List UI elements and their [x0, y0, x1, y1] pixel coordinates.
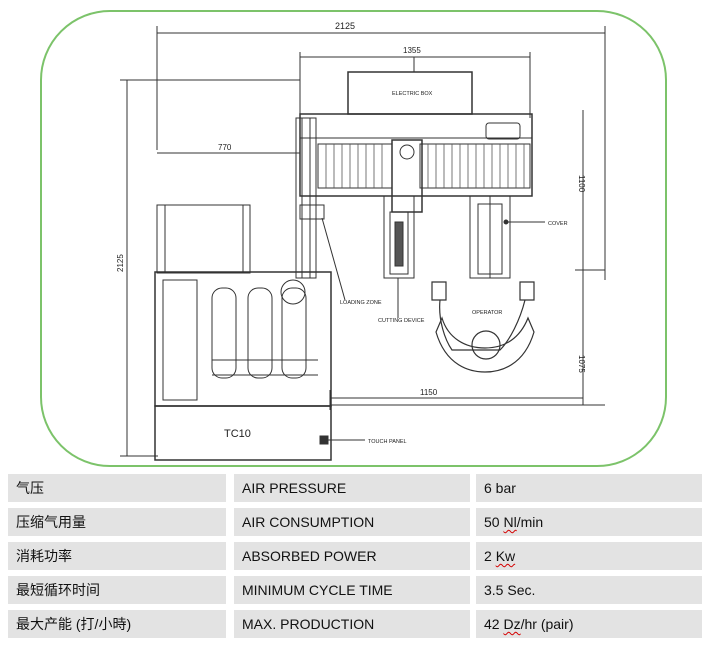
- spec-label-zh: 最短循环时间: [8, 576, 226, 604]
- cutting-head: [391, 139, 423, 213]
- dim-right-height: 1100: [577, 175, 586, 193]
- dim-operator-depth: 1075: [577, 355, 586, 373]
- main-frame: [299, 113, 533, 197]
- spec-label-en: AIR PRESSURE: [234, 474, 470, 502]
- spec-label-en: ABSORBED POWER: [234, 542, 470, 570]
- spec-label-en: MAX. PRODUCTION: [234, 610, 470, 638]
- label-cover: COVER: [548, 221, 568, 227]
- cutting-arm-left: [383, 195, 415, 279]
- spec-label-zh: 最大产能 (打/小時): [8, 610, 226, 638]
- dim-overall-height: 2125: [116, 254, 125, 272]
- spec-label-en: AIR CONSUMPTION: [234, 508, 470, 536]
- tc10-base: [154, 405, 332, 461]
- operator-figure: [431, 281, 535, 373]
- spec-value: 2 Kw: [476, 542, 702, 570]
- left-upper-box: [156, 204, 251, 274]
- label-cutting-device: CUTTING DEVICE: [378, 318, 425, 324]
- machine-layout-drawing: 2125 1355 770 2125 1100 1075 1150 ELECTR…: [116, 21, 606, 461]
- dim-electric-width: 1355: [403, 46, 421, 55]
- spec-label-zh: 气压: [8, 474, 226, 502]
- label-operator: OPERATOR: [472, 310, 502, 316]
- spec-row-absorbed-power: 消耗功率 ABSORBED POWER 2 Kw: [0, 542, 713, 572]
- spec-value: 50 Nl/min: [476, 508, 702, 536]
- dim-operator-width: 1150: [420, 388, 438, 397]
- tray-racks: [211, 279, 318, 379]
- top-right-panel: [485, 122, 521, 140]
- label-loading-zone: LOADING ZONE: [340, 300, 382, 306]
- spec-value: 42 Dz/hr (pair): [476, 610, 702, 638]
- conveyor-left: [317, 143, 393, 189]
- label-touch-panel: TOUCH PANEL: [368, 439, 407, 445]
- spec-label-en: MINIMUM CYCLE TIME: [234, 576, 470, 604]
- touch-panel-marker: [319, 435, 329, 445]
- dim-left-offset: 770: [218, 143, 232, 152]
- spec-row-air-pressure: 气压 AIR PRESSURE 6 bar: [0, 474, 713, 504]
- conveyor-right: [419, 143, 531, 189]
- spec-table: 气压 AIR PRESSURE 6 bar 压缩气用量 AIR CONSUMPT…: [0, 472, 713, 654]
- drawing-frame: [40, 10, 667, 467]
- dim-overall-width: 2125: [335, 21, 355, 31]
- spec-label-zh: 压缩气用量: [8, 508, 226, 536]
- spec-value: 6 bar: [476, 474, 702, 502]
- spec-row-air-consumption: 压缩气用量 AIR CONSUMPTION 50 Nl/min: [0, 508, 713, 538]
- spec-row-min-cycle-time: 最短循环时间 MINIMUM CYCLE TIME 3.5 Sec.: [0, 576, 713, 606]
- loading-column: [295, 117, 317, 279]
- label-electric-box: ELECTRIC BOX: [392, 91, 433, 97]
- spec-label-zh: 消耗功率: [8, 542, 226, 570]
- spec-row-max-production: 最大产能 (打/小時) MAX. PRODUCTION 42 Dz/hr (pa…: [0, 610, 713, 640]
- spec-value: 3.5 Sec.: [476, 576, 702, 604]
- label-machine: TC10: [224, 428, 251, 440]
